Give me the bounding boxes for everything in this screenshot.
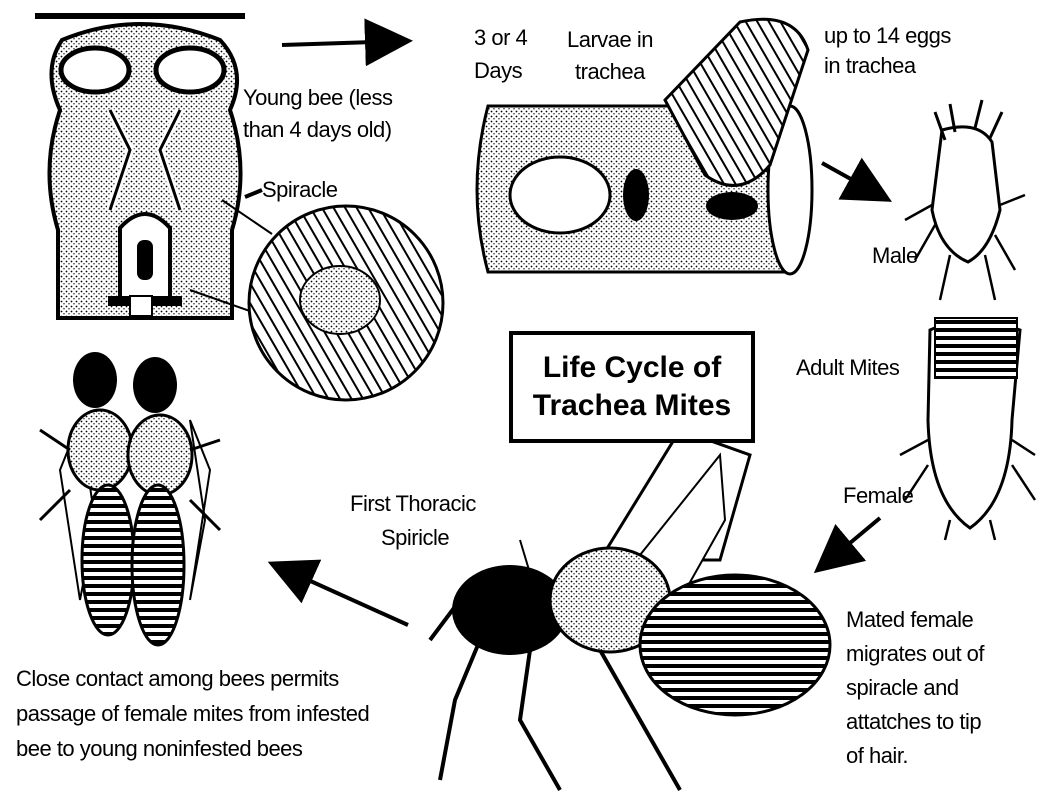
label-female: Female (843, 482, 913, 510)
label-larvae-1: Larvae in (567, 26, 653, 54)
label-days-1: 3 or 4 (474, 24, 527, 52)
contact-bees-icon (40, 352, 220, 645)
label-contact-2: passage of female mites from infested (16, 700, 369, 728)
label-first-thoracic-1: First Thoracic (350, 490, 476, 518)
label-contact-3: bee to young noninfested bees (16, 735, 302, 763)
egg-icon (706, 192, 758, 220)
arrow-female-to-bee (820, 518, 880, 568)
label-mated-4: attatches to tip (846, 708, 981, 736)
arrow-to-young-bees (275, 565, 408, 625)
female-mite-icon (900, 318, 1035, 540)
label-young-bee-1: Young bee (less (243, 84, 392, 112)
label-mated-5: of hair. (846, 742, 908, 770)
bee-thorax-section (35, 16, 262, 318)
arrow-to-trachea (282, 41, 405, 45)
label-male: Male (872, 242, 918, 270)
larva-icon (510, 157, 610, 233)
adult-bee-icon (430, 430, 830, 790)
label-young-bee-2: than 4 days old) (243, 116, 392, 144)
diagram-title: Life Cycle of Trachea Mites (509, 331, 755, 443)
arrow-to-male (822, 163, 885, 198)
label-larvae-2: trachea (575, 58, 645, 86)
label-contact-1: Close contact among bees permits (16, 665, 339, 693)
label-mated-3: spiracle and (846, 674, 959, 702)
label-mated-1: Mated female (846, 606, 973, 634)
egg-icon (623, 169, 649, 221)
label-adult-mites: Adult Mites (796, 354, 899, 382)
label-eggs-1: up to 14 eggs (824, 22, 951, 50)
title-line-2: Trachea Mites (513, 387, 751, 425)
label-days-2: Days (474, 57, 522, 85)
title-line-1: Life Cycle of (513, 349, 751, 387)
label-first-thoracic-2: Spiricle (381, 524, 449, 552)
label-spiracle: Spiracle (262, 176, 337, 204)
label-mated-2: migrates out of (846, 640, 984, 668)
male-mite-icon (905, 100, 1025, 300)
label-eggs-2: in trachea (824, 52, 916, 80)
